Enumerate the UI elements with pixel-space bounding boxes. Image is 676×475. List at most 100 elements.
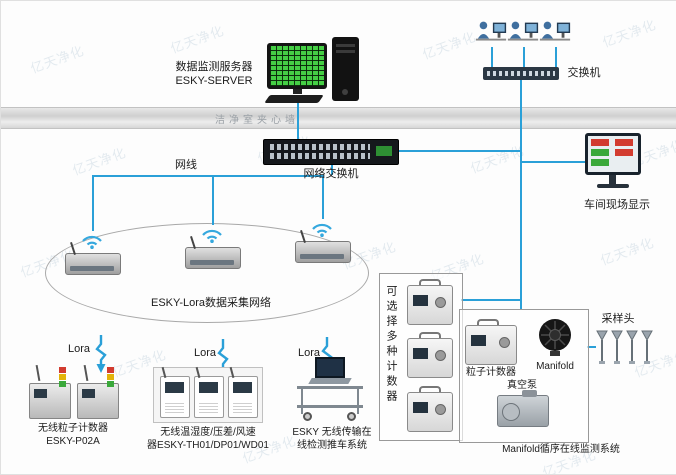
lora-label: Lora: [193, 347, 217, 359]
connection-line: [331, 163, 333, 175]
lora-gateway: [295, 230, 351, 263]
connection-line: [522, 161, 585, 163]
lora-gateway: [185, 236, 241, 269]
cleanroom-wall-band: 洁净室夹心墙: [1, 107, 676, 129]
connection-line: [520, 80, 522, 309]
watermark: 亿天净化: [168, 22, 227, 57]
lora-network-ellipse: [45, 223, 369, 323]
detection-cart: [295, 357, 367, 423]
switch-ports: [487, 71, 555, 76]
sensor-unit: [160, 366, 190, 418]
wifi-icon: [202, 229, 222, 243]
office-switch: [483, 67, 559, 80]
antenna-icon: [35, 364, 41, 382]
connection-line: [397, 150, 520, 152]
connection-line: [92, 175, 94, 231]
connection-line: [587, 346, 596, 348]
sampling-head-icon: [626, 330, 638, 364]
portable-counter: [407, 332, 453, 378]
antenna-icon: [161, 366, 167, 379]
cart-wheel: [303, 412, 312, 421]
laptop-screen: [315, 357, 345, 378]
connection-line: [92, 175, 324, 177]
field-display-monitor: [585, 133, 641, 175]
vacuum-pump-label: 真空泵: [507, 380, 537, 391]
network-switch-label: 网络交换机: [303, 168, 359, 180]
lora-network-label: ESKY-Lora数据采集网络: [150, 297, 272, 309]
laptop-base: [308, 378, 352, 384]
switch-ports: [270, 153, 370, 159]
sensor-label: 无线温湿度/压差/风速 器ESKY-TH01/DP01/WD01: [141, 427, 275, 452]
network-switch: [263, 139, 399, 165]
portable-counter: [407, 386, 453, 432]
watermark: 亿天净化: [28, 42, 87, 77]
switch-ports: [270, 144, 370, 150]
sampling-head-icon: [611, 330, 623, 364]
wireless-counter-line1: 无线粒子计数器: [38, 423, 108, 434]
lora-arrow-icon: [95, 335, 107, 373]
lora-label: Lora: [67, 343, 91, 355]
connection-line: [322, 175, 324, 219]
sampling-head-icon: [641, 330, 653, 364]
office-switch-label: 交换机: [567, 67, 601, 79]
cart-wheel: [347, 412, 356, 421]
cart-label-line2: 线检测推车系统: [297, 439, 367, 451]
watermark: 亿天净化: [70, 144, 129, 179]
field-display-base: [597, 184, 629, 188]
wireless-particle-counter: [29, 364, 71, 419]
antenna-icon: [195, 366, 201, 379]
wifi-icon: [82, 235, 102, 249]
connection-line: [461, 299, 521, 301]
server-keyboard: [264, 95, 324, 103]
antenna-icon: [229, 366, 235, 379]
connection-line: [212, 175, 214, 225]
stack-light-icon: [59, 367, 66, 388]
watermark: 亿天净化: [420, 28, 479, 63]
sensor-unit: [228, 366, 258, 418]
sensor-unit: [194, 366, 224, 418]
counter-options-label: 可选择多种计数器: [385, 285, 397, 405]
workstation-icon: [507, 21, 539, 41]
connection-line: [491, 47, 493, 67]
server-monitor-stand: [293, 89, 302, 94]
server-label-line1: 数据监测服务器: [175, 61, 253, 73]
server-label-line2: ESKY-SERVER: [175, 74, 253, 87]
connection-line: [523, 47, 525, 67]
manifold-icon: [539, 319, 571, 356]
server-monitor: [267, 43, 327, 89]
manifold-system-label: Manifold循序在线监测系统: [502, 444, 620, 455]
particle-counter-label: 粒子计数器: [466, 367, 516, 378]
server-screen: [270, 46, 324, 86]
sensor-label-line1: 无线温湿度/压差/风速: [160, 427, 256, 438]
watermark: 亿天净化: [600, 16, 659, 51]
particle-counter: [465, 319, 517, 365]
switch-led: [376, 146, 392, 156]
antenna-icon: [83, 364, 89, 382]
wireless-sensor-group: [153, 366, 263, 423]
manifold-label: Manifold: [536, 361, 574, 372]
lora-label: Lora: [297, 347, 321, 359]
stack-light-icon: [107, 367, 114, 388]
wireless-counter-line2: ESKY-P02A: [46, 435, 100, 447]
portable-counter: [407, 279, 453, 325]
wall-label: 洁净室夹心墙: [215, 115, 299, 126]
sampling-head-icon: [596, 330, 608, 364]
cart-label: ESKY 无线传输在 线检测推车系统: [287, 427, 377, 452]
field-display-stand: [609, 175, 616, 184]
sensor-label-line2: 器ESKY-TH01/DP01/WD01: [147, 439, 269, 451]
cart-label-line1: ESKY 无线传输在: [292, 427, 372, 438]
wireless-counter-label: 无线粒子计数器 ESKY-P02A: [15, 423, 131, 448]
watermark: 亿天净化: [598, 234, 657, 269]
vacuum-pump: [497, 390, 549, 427]
field-display-label: 车间现场显示: [584, 199, 650, 211]
sampling-head-label: 采样头: [601, 313, 635, 325]
connection-line: [297, 102, 299, 139]
wireless-particle-counter: [77, 364, 119, 419]
cable-label: 网线: [175, 159, 197, 171]
lora-gateway: [65, 242, 121, 275]
connection-line: [555, 47, 557, 67]
server-label: 数据监测服务器 ESKY-SERVER: [159, 61, 269, 89]
server-tower: [332, 37, 359, 101]
wifi-icon: [312, 223, 332, 237]
